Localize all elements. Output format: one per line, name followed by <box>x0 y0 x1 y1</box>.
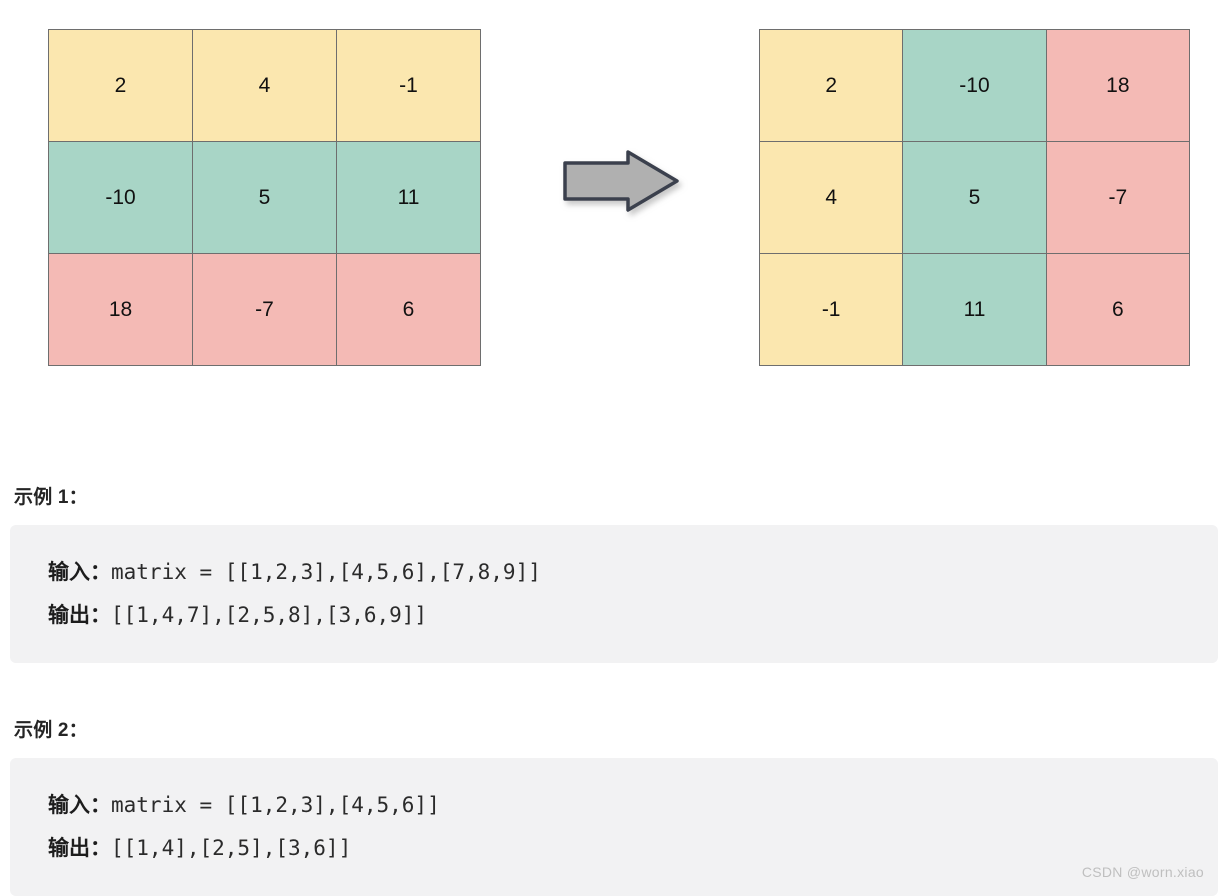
matrix-cell: 18 <box>1045 29 1191 142</box>
matrix-cell: 6 <box>336 253 481 366</box>
input-code: matrix = [[1,2,3],[4,5,6]] <box>111 793 440 817</box>
matrix-cell: -10 <box>902 29 1047 142</box>
example-1-heading: 示例 1： <box>14 487 88 508</box>
matrix-cell: -10 <box>47 141 194 254</box>
output-matrix-body: 2 -10 18 4 5 -7 -1 11 6 <box>758 29 1191 366</box>
input-code: matrix = [[1,2,3],[4,5,6],[7,8,9]] <box>111 560 541 584</box>
input-matrix: 2 4 -1 -10 5 11 18 -7 6 <box>47 29 481 366</box>
matrix-row: -1 11 6 <box>758 253 1191 366</box>
matrix-cell: 4 <box>192 29 337 142</box>
example-1-code-block: 输入：matrix = [[1,2,3],[4,5,6],[7,8,9]] 输出… <box>10 525 1218 663</box>
matrix-cell: 4 <box>758 141 904 254</box>
transpose-figure: 2 4 -1 -10 5 11 18 -7 6 <box>0 0 1218 400</box>
examples-section: 示例 1： 输入：matrix = [[1,2,3],[4,5,6],[7,8,… <box>0 400 1218 896</box>
csdn-watermark: CSDN @worn.xiao <box>1081 864 1204 880</box>
matrix-row: 2 -10 18 <box>758 29 1191 142</box>
output-label: 输出： <box>48 837 111 860</box>
example-1-output-line: 输出：[[1,4,7],[2,5,8],[3,6,9]] <box>48 594 1218 637</box>
matrix-cell: -7 <box>1045 141 1191 254</box>
matrix-cell: 5 <box>902 141 1047 254</box>
matrix-cell: 6 <box>1045 253 1191 366</box>
example-2-code-block: 输入：matrix = [[1,2,3],[4,5,6]] 输出：[[1,4],… <box>10 758 1218 896</box>
matrix-cell: 18 <box>47 253 194 366</box>
matrix-row: -10 5 11 <box>47 141 481 254</box>
input-label: 输入： <box>48 794 111 817</box>
matrix-row: 2 4 -1 <box>47 29 481 142</box>
output-code: [[1,4],[2,5],[3,6]] <box>111 836 352 860</box>
matrix-cell: 11 <box>902 253 1047 366</box>
matrix-cell: 5 <box>192 141 337 254</box>
matrix-cell: -1 <box>758 253 904 366</box>
matrix-cell: -7 <box>192 253 337 366</box>
example-2-output-line: 输出：[[1,4],[2,5],[3,6]] <box>48 827 1218 870</box>
output-label: 输出： <box>48 604 111 627</box>
example-1-input-line: 输入：matrix = [[1,2,3],[4,5,6],[7,8,9]] <box>48 551 1218 594</box>
output-code: [[1,4,7],[2,5,8],[3,6,9]] <box>111 603 428 627</box>
right-arrow-icon <box>563 150 679 212</box>
output-matrix: 2 -10 18 4 5 -7 -1 11 6 <box>758 29 1191 366</box>
matrix-cell: -1 <box>336 29 481 142</box>
matrix-cell: 11 <box>336 141 481 254</box>
matrix-row: 18 -7 6 <box>47 253 481 366</box>
matrix-cell: 2 <box>47 29 194 142</box>
example-2-heading: 示例 2： <box>14 720 88 741</box>
input-label: 输入： <box>48 561 111 584</box>
matrix-row: 4 5 -7 <box>758 141 1191 254</box>
matrix-cell: 2 <box>758 29 904 142</box>
transform-arrow <box>553 145 693 225</box>
input-matrix-body: 2 4 -1 -10 5 11 18 -7 6 <box>47 29 481 366</box>
example-2-input-line: 输入：matrix = [[1,2,3],[4,5,6]] <box>48 784 1218 827</box>
